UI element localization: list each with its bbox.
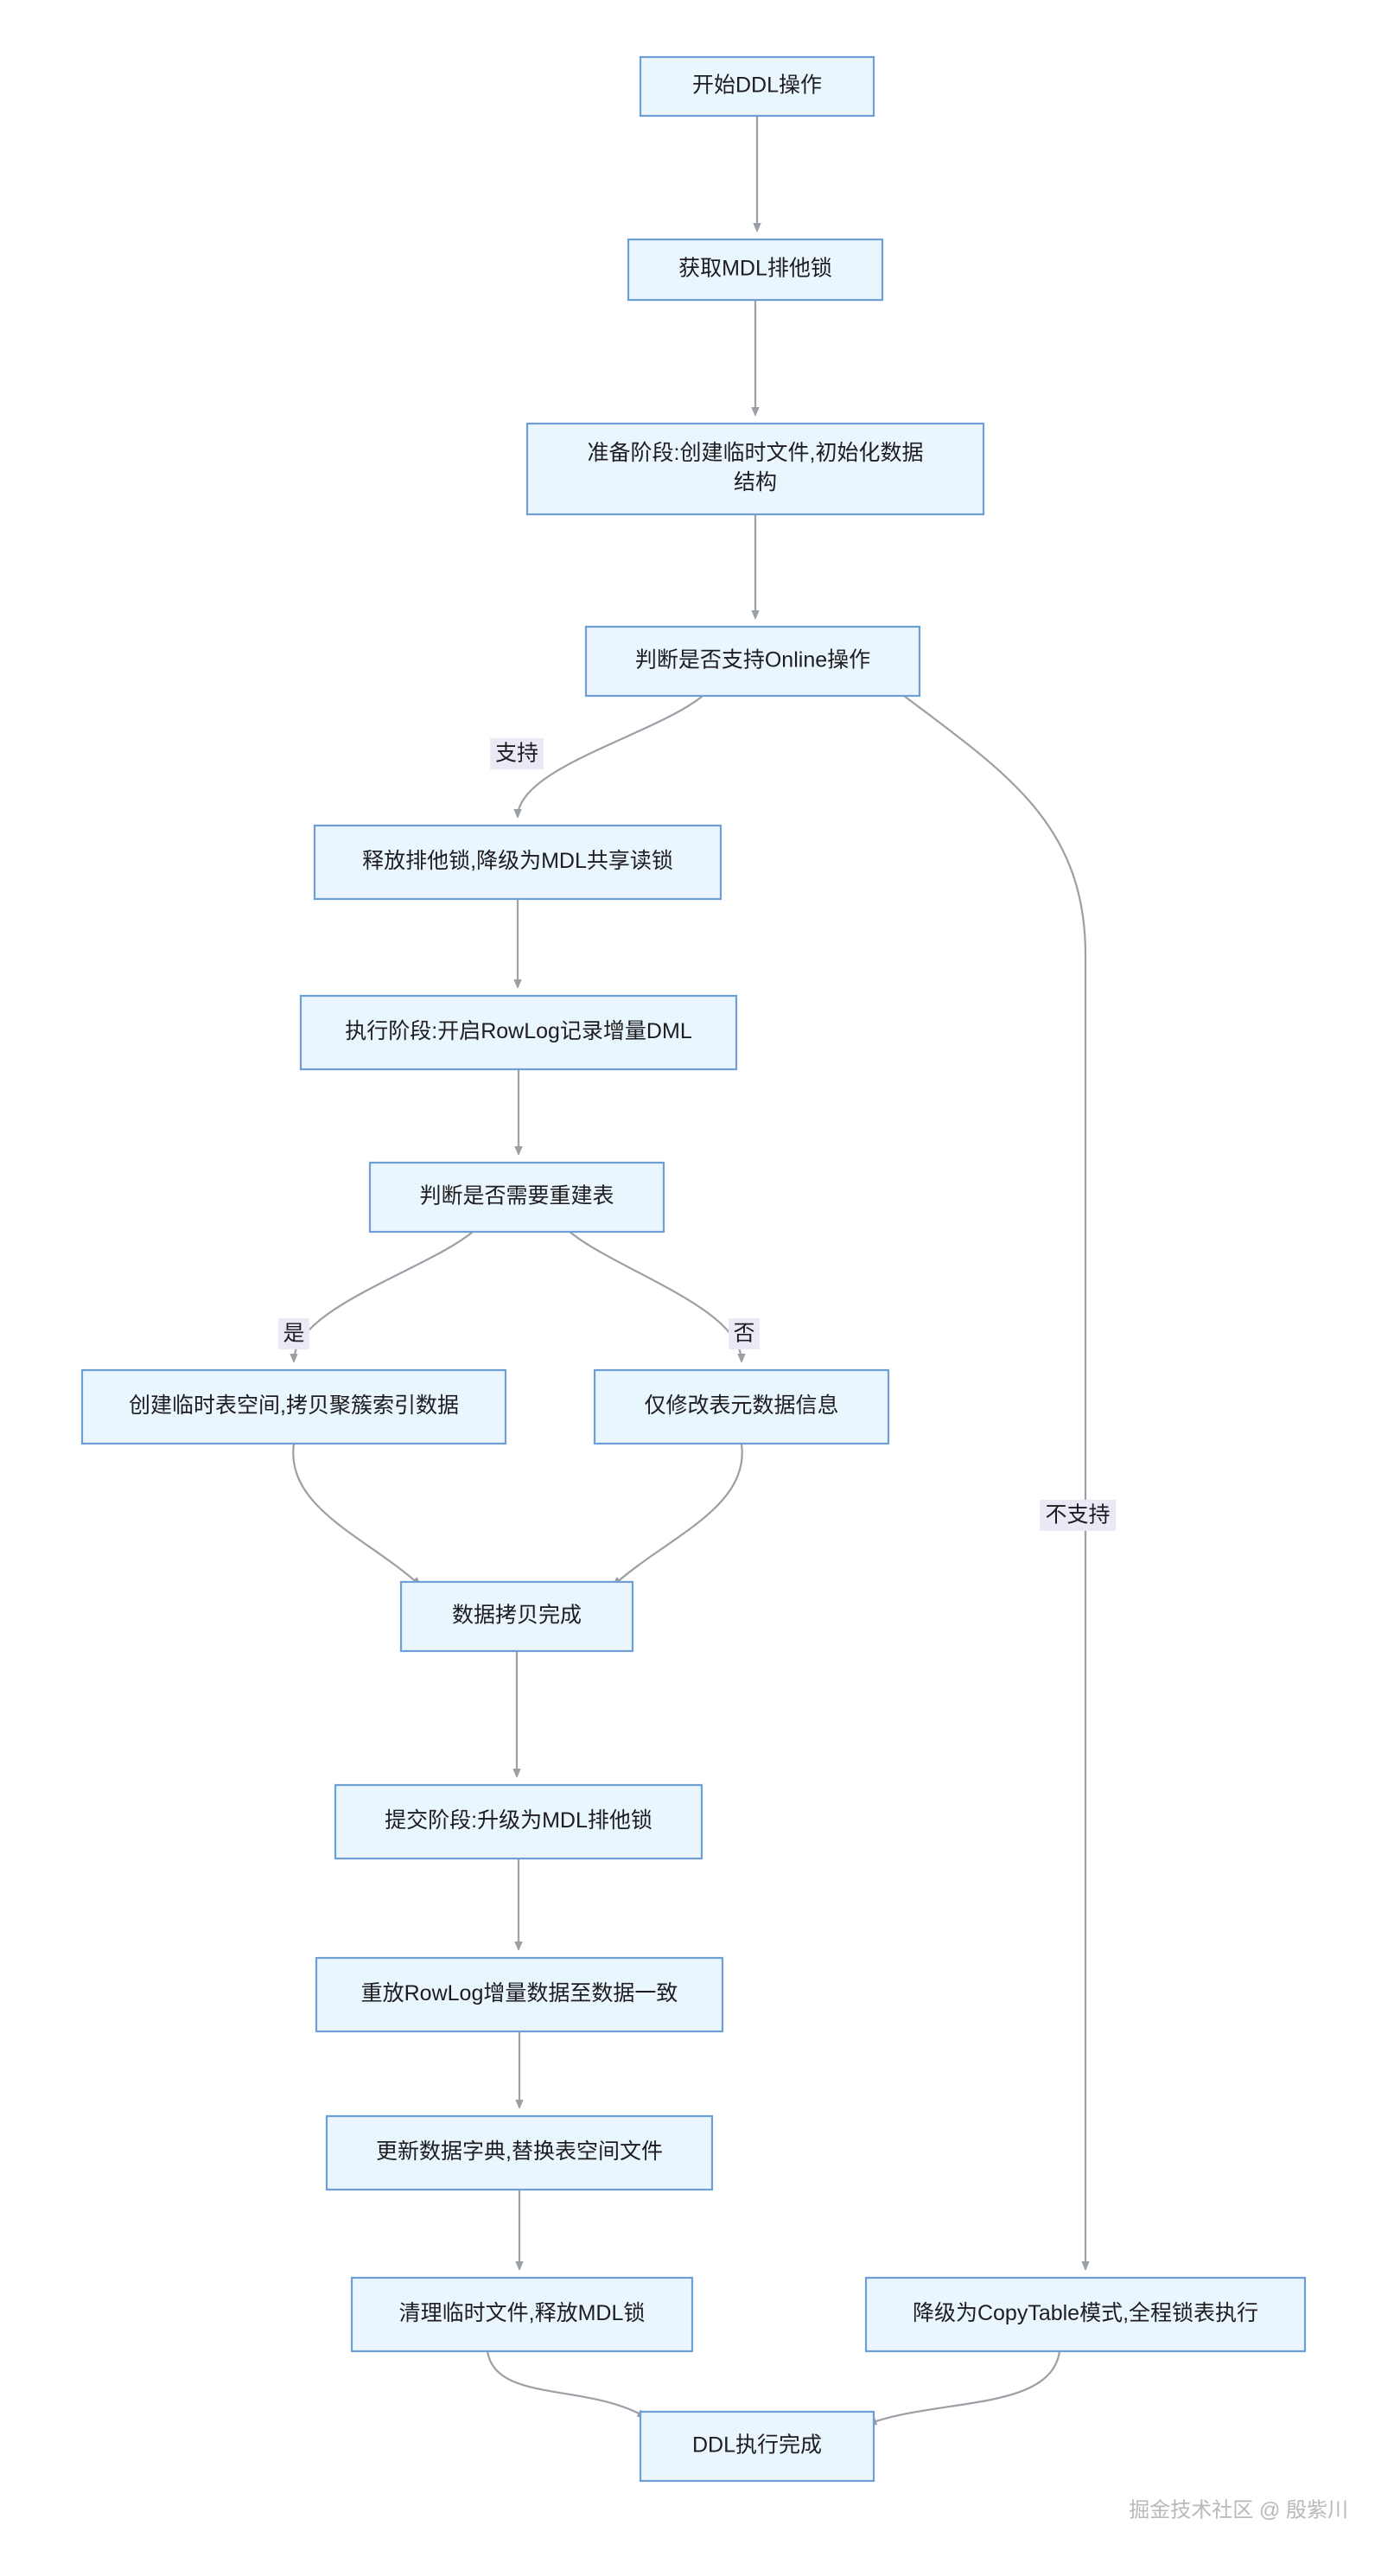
node-box[interactable] <box>584 625 921 698</box>
node-box[interactable] <box>639 2410 875 2483</box>
flow-node[interactable]: 获取MDL排他锁 <box>627 238 884 302</box>
flow-node[interactable]: DDL执行完成 <box>639 2410 875 2483</box>
edge-label-text: 是 <box>283 1322 304 1346</box>
edge-label-background <box>490 738 544 769</box>
node-box[interactable] <box>639 55 875 118</box>
edge-label: 不支持 <box>1040 1500 1116 1531</box>
edge-label: 支持 <box>490 738 544 769</box>
node-box[interactable] <box>350 2276 694 2353</box>
flow-node[interactable]: 重放RowLog增量数据至数据一致 <box>315 1956 724 2033</box>
node-box[interactable] <box>80 1368 507 1445</box>
flow-edge <box>294 1231 474 1361</box>
node-label: 释放排他锁,降级为MDL共享读锁 <box>362 849 673 873</box>
flow-node[interactable]: 数据拷贝完成 <box>399 1580 634 1653</box>
node-label: 开始DDL操作 <box>692 73 822 98</box>
nodes-layer: 开始DDL操作获取MDL排他锁准备阶段:创建临时文件,初始化数据结构判断是否支持… <box>80 55 1307 2483</box>
flow-edge <box>903 695 1085 2269</box>
node-label: 数据拷贝完成 <box>452 1604 582 1628</box>
edge-label-background <box>729 1318 760 1349</box>
node-label: 准备阶段:创建临时文件,初始化数据 <box>588 441 924 465</box>
node-label: 判断是否支持Online操作 <box>635 648 870 673</box>
flow-edge <box>614 1443 743 1585</box>
node-box[interactable] <box>334 1783 703 1860</box>
node-label: 执行阶段:开启RowLog记录增量DML <box>345 1019 692 1043</box>
node-label: 提交阶段:升级为MDL排他锁 <box>385 1808 652 1833</box>
edge-label-background <box>1040 1500 1116 1531</box>
flow-node[interactable]: 开始DDL操作 <box>639 55 875 118</box>
flow-edge <box>518 695 703 817</box>
node-label: 清理临时文件,释放MDL锁 <box>399 2301 646 2325</box>
node-label: 判断是否需要重建表 <box>419 1184 614 1208</box>
node-box[interactable] <box>313 824 723 901</box>
node-box[interactable] <box>627 238 884 302</box>
node-box[interactable] <box>864 2276 1307 2353</box>
node-label: 降级为CopyTable模式,全程锁表执行 <box>913 2301 1258 2325</box>
flow-node[interactable]: 释放排他锁,降级为MDL共享读锁 <box>313 824 723 901</box>
edges-layer <box>293 116 1085 2424</box>
flow-node[interactable]: 判断是否需要重建表 <box>368 1161 665 1234</box>
node-box[interactable] <box>525 422 985 516</box>
flow-edge <box>486 2350 646 2417</box>
node-label: 结构 <box>734 470 777 494</box>
watermark-text: 掘金技术社区 @ 殷紫川 <box>1129 2498 1348 2522</box>
flow-node[interactable]: 更新数据字典,替换表空间文件 <box>325 2114 714 2191</box>
node-box[interactable] <box>368 1161 665 1234</box>
node-label: 获取MDL排他锁 <box>678 257 832 281</box>
flow-edge <box>569 1231 742 1361</box>
flow-node[interactable]: 清理临时文件,释放MDL锁 <box>350 2276 694 2353</box>
flow-edge <box>292 1443 420 1585</box>
edge-label-text: 否 <box>733 1322 754 1346</box>
node-label: 创建临时表空间,拷贝聚簇索引数据 <box>129 1393 459 1418</box>
edge-label: 是 <box>278 1318 309 1349</box>
edge-label: 否 <box>729 1318 760 1349</box>
node-box[interactable] <box>325 2114 714 2191</box>
node-label: 仅修改表元数据信息 <box>644 1393 838 1418</box>
edge-label-background <box>278 1318 309 1349</box>
node-box[interactable] <box>299 994 738 1071</box>
flow-node[interactable]: 创建临时表空间,拷贝聚簇索引数据 <box>80 1368 507 1445</box>
node-box[interactable] <box>315 1956 724 2033</box>
edge-label-text: 不支持 <box>1045 1503 1110 1527</box>
node-box[interactable] <box>399 1580 634 1653</box>
node-label: 更新数据字典,替换表空间文件 <box>376 2139 663 2164</box>
edge-label-text: 支持 <box>495 742 538 766</box>
node-label: 重放RowLog增量数据至数据一致 <box>361 1981 678 2005</box>
flow-node[interactable]: 执行阶段:开启RowLog记录增量DML <box>299 994 738 1071</box>
node-label: DDL执行完成 <box>692 2433 822 2458</box>
node-box[interactable] <box>593 1368 890 1445</box>
flow-edge <box>869 2350 1061 2424</box>
flow-node[interactable]: 判断是否支持Online操作 <box>584 625 921 698</box>
flow-node[interactable]: 仅修改表元数据信息 <box>593 1368 890 1445</box>
flow-node[interactable]: 提交阶段:升级为MDL排他锁 <box>334 1783 703 1860</box>
flow-node[interactable]: 降级为CopyTable模式,全程锁表执行 <box>864 2276 1307 2353</box>
